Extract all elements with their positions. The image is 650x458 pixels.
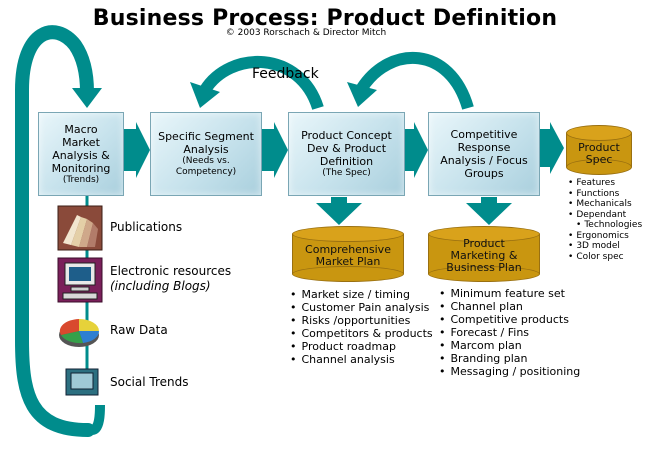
cylinder-label: Product: [578, 141, 620, 154]
list-item: Color spec: [568, 252, 642, 263]
stage-line: Competitive: [450, 128, 518, 141]
loop-arrow-head: [72, 88, 102, 108]
stage-sub: (Needs vs. Competency): [175, 156, 237, 177]
market-plan-cylinder: Comprehensive Market Plan: [292, 226, 404, 282]
tv-icon: [65, 368, 99, 396]
copyright-text: © 2003 Rorschach & Director Mitch: [225, 28, 387, 38]
social-trends-label: Social Trends: [110, 375, 189, 389]
electronic-line-1: Electronic resources: [110, 264, 232, 278]
electronic-resources-label: Electronic resources (including Blogs): [110, 264, 231, 294]
list-item: Forecast / Fins: [439, 326, 580, 339]
list-item: Product roadmap: [290, 340, 433, 353]
stage-line: Analysis / Focus: [440, 154, 528, 167]
cylinder-label: Comprehensive: [305, 243, 391, 256]
stage-competitive-response: Competitive Response Analysis / Focus Gr…: [428, 112, 540, 196]
right-arrow-2: [262, 122, 288, 178]
marketing-plan-list: Minimum feature set Channel plan Competi…: [439, 287, 581, 378]
cylinder-label: Spec: [585, 153, 613, 166]
cylinder-label: Marketing &: [450, 249, 518, 262]
list-item: Competitors & products: [290, 327, 433, 340]
product-spec-list: Features Functions Mechanicals Dependant…: [568, 178, 642, 262]
right-arrow-3: [405, 122, 428, 178]
cylinder-label: Product: [463, 237, 505, 250]
stage-line: Analysis &: [52, 148, 110, 162]
stage-macro-market-analysis: Macro Market Analysis & Monitoring (Tren…: [38, 112, 124, 196]
stage-line: Specific Segment: [158, 130, 254, 143]
product-spec-cylinder: Product Spec: [566, 125, 632, 175]
right-arrow-4: [540, 122, 564, 174]
stage-line: Monitoring: [51, 161, 111, 175]
stage-line: Analysis: [183, 143, 229, 156]
list-item: Technologies: [568, 220, 642, 231]
page-title: Business Process: Product Definition: [92, 6, 558, 31]
list-item: Channel plan: [439, 300, 580, 313]
stage-line: Response: [457, 141, 511, 154]
stage-sub: (Trends): [62, 174, 100, 185]
list-item: Minimum feature set: [439, 287, 580, 300]
list-item: Functions: [568, 189, 642, 200]
raw-data-label: Raw Data: [110, 323, 168, 337]
list-item: Mechanicals: [568, 199, 642, 210]
list-item: Risks /opportunities: [290, 314, 433, 327]
cylinder-label: Market Plan: [315, 255, 381, 268]
stage-line: Product Concept: [301, 129, 392, 142]
loop-return: [88, 404, 105, 435]
down-arrow-1: [316, 197, 362, 225]
list-item: Branding plan: [439, 352, 580, 365]
publications-label: Publications: [110, 220, 183, 234]
loop-arrow: [15, 25, 95, 437]
list-item: Features: [568, 178, 642, 189]
list-item: Competitive products: [439, 313, 580, 326]
stage-line: Definition: [319, 155, 374, 168]
list-item: Customer Pain analysis: [290, 301, 433, 314]
list-item: 3D model: [568, 241, 642, 252]
computer-icon: [57, 257, 103, 303]
electronic-line-2: (including Blogs): [110, 279, 211, 293]
stage-product-concept: Product Concept Dev & Product Definition…: [288, 112, 405, 196]
down-arrow-2: [466, 197, 512, 225]
market-plan-list: Market size / timing Customer Pain analy…: [290, 288, 433, 366]
list-item: Channel analysis: [290, 353, 433, 366]
feedback-arrow-right: [356, 51, 474, 110]
stage-specific-segment-analysis: Specific Segment Analysis (Needs vs. Com…: [150, 112, 262, 196]
right-arrow-1: [124, 122, 150, 178]
list-item: Ergonomics: [568, 231, 642, 242]
cylinder-label: Business Plan: [446, 261, 522, 274]
stage-line: Groups: [464, 167, 504, 180]
stage-sub: (The Spec): [322, 168, 371, 178]
list-item: Market size / timing: [290, 288, 433, 301]
feedback-arrow-left: [199, 56, 324, 111]
list-item: Messaging / positioning: [439, 365, 581, 378]
stage-line: Macro: [64, 122, 98, 136]
feedback-arrowhead-right: [347, 82, 377, 107]
pie-chart-icon: [59, 319, 100, 347]
list-item: Marcom plan: [439, 339, 580, 352]
list-item: Dependant: [568, 210, 642, 221]
stage-line: Dev & Product: [306, 142, 387, 155]
feedback-label: Feedback: [252, 66, 319, 82]
stage-line: Market: [62, 135, 100, 149]
feedback-arrowhead-left: [190, 82, 220, 108]
marketing-plan-cylinder: Product Marketing & Business Plan: [428, 226, 540, 282]
publications-icon: [57, 205, 103, 251]
